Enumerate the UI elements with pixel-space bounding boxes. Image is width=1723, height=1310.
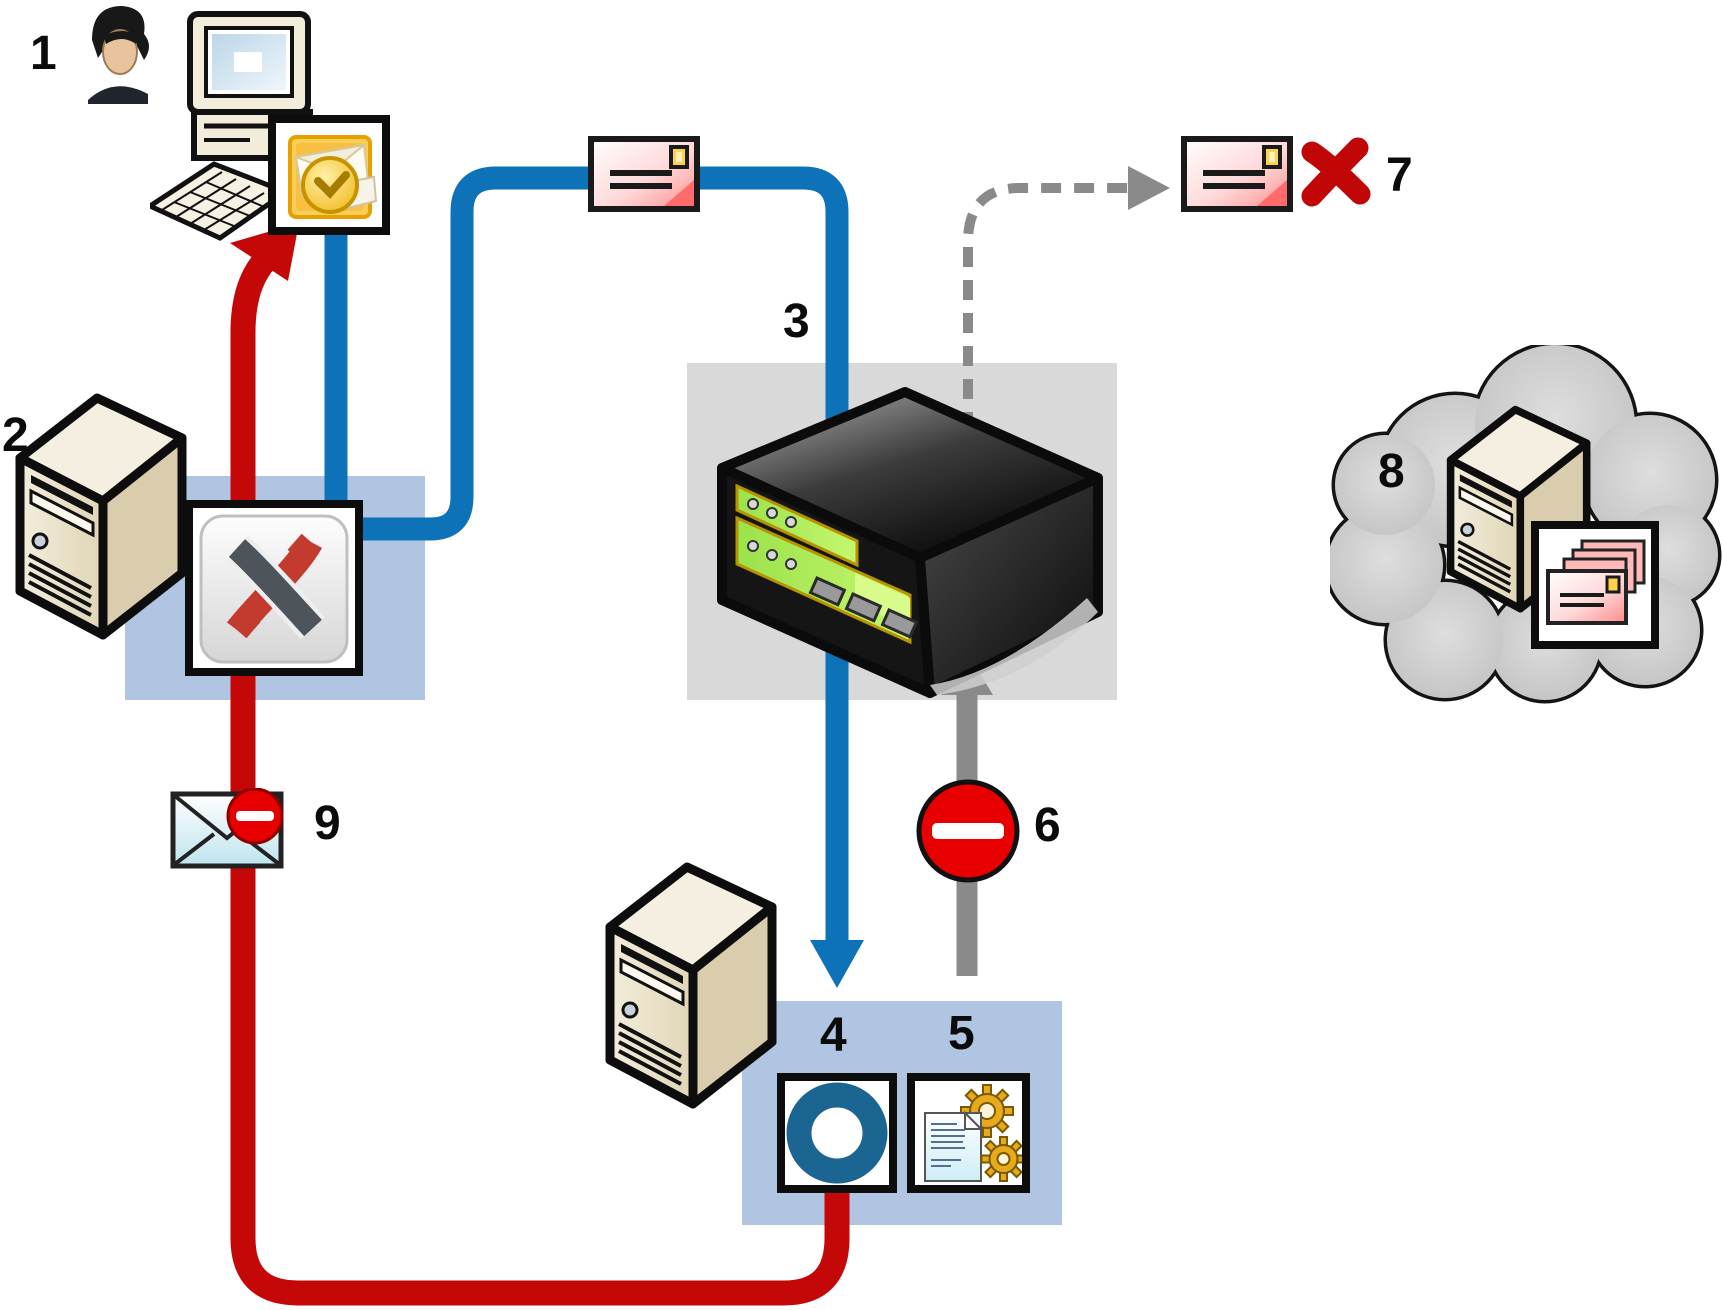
step-label-5: 5 (948, 1007, 975, 1060)
server-tower-icon (595, 852, 785, 1112)
step-label-1: 1 (30, 27, 57, 80)
outbound-line-exchange-to-filter (358, 166, 864, 988)
exchange-icon (185, 500, 363, 676)
step-label-3: 3 (783, 295, 810, 348)
network-appliance-icon (705, 380, 1115, 705)
envelope-stack-icon (1531, 521, 1659, 649)
rejected-dashed-arrow (963, 166, 1170, 432)
outbound-arrowhead (810, 940, 864, 988)
step-label-4: 4 (820, 1009, 847, 1062)
step-label-8: 8 (1378, 445, 1405, 498)
ring-icon (777, 1073, 897, 1193)
return-line-filter-to-outlook (230, 223, 850, 1306)
gear-icon (980, 1136, 1022, 1182)
envelope-icon (1181, 136, 1293, 212)
envelope-icon (588, 136, 700, 212)
document-gears-icon (907, 1073, 1030, 1193)
step-label-6: 6 (1034, 799, 1061, 852)
cloud-icon (1330, 345, 1723, 705)
step-label-7: 7 (1386, 149, 1413, 202)
user-icon (78, 0, 158, 105)
envelope-blocked-icon (170, 788, 290, 872)
return-arrowhead (230, 223, 299, 281)
outlook-icon (268, 115, 390, 235)
red-x-icon (1300, 136, 1374, 208)
no-entry-icon (913, 776, 1023, 886)
step-label-2: 2 (2, 409, 29, 462)
step-label-9: 9 (314, 797, 341, 850)
server-tower-icon (5, 383, 195, 643)
